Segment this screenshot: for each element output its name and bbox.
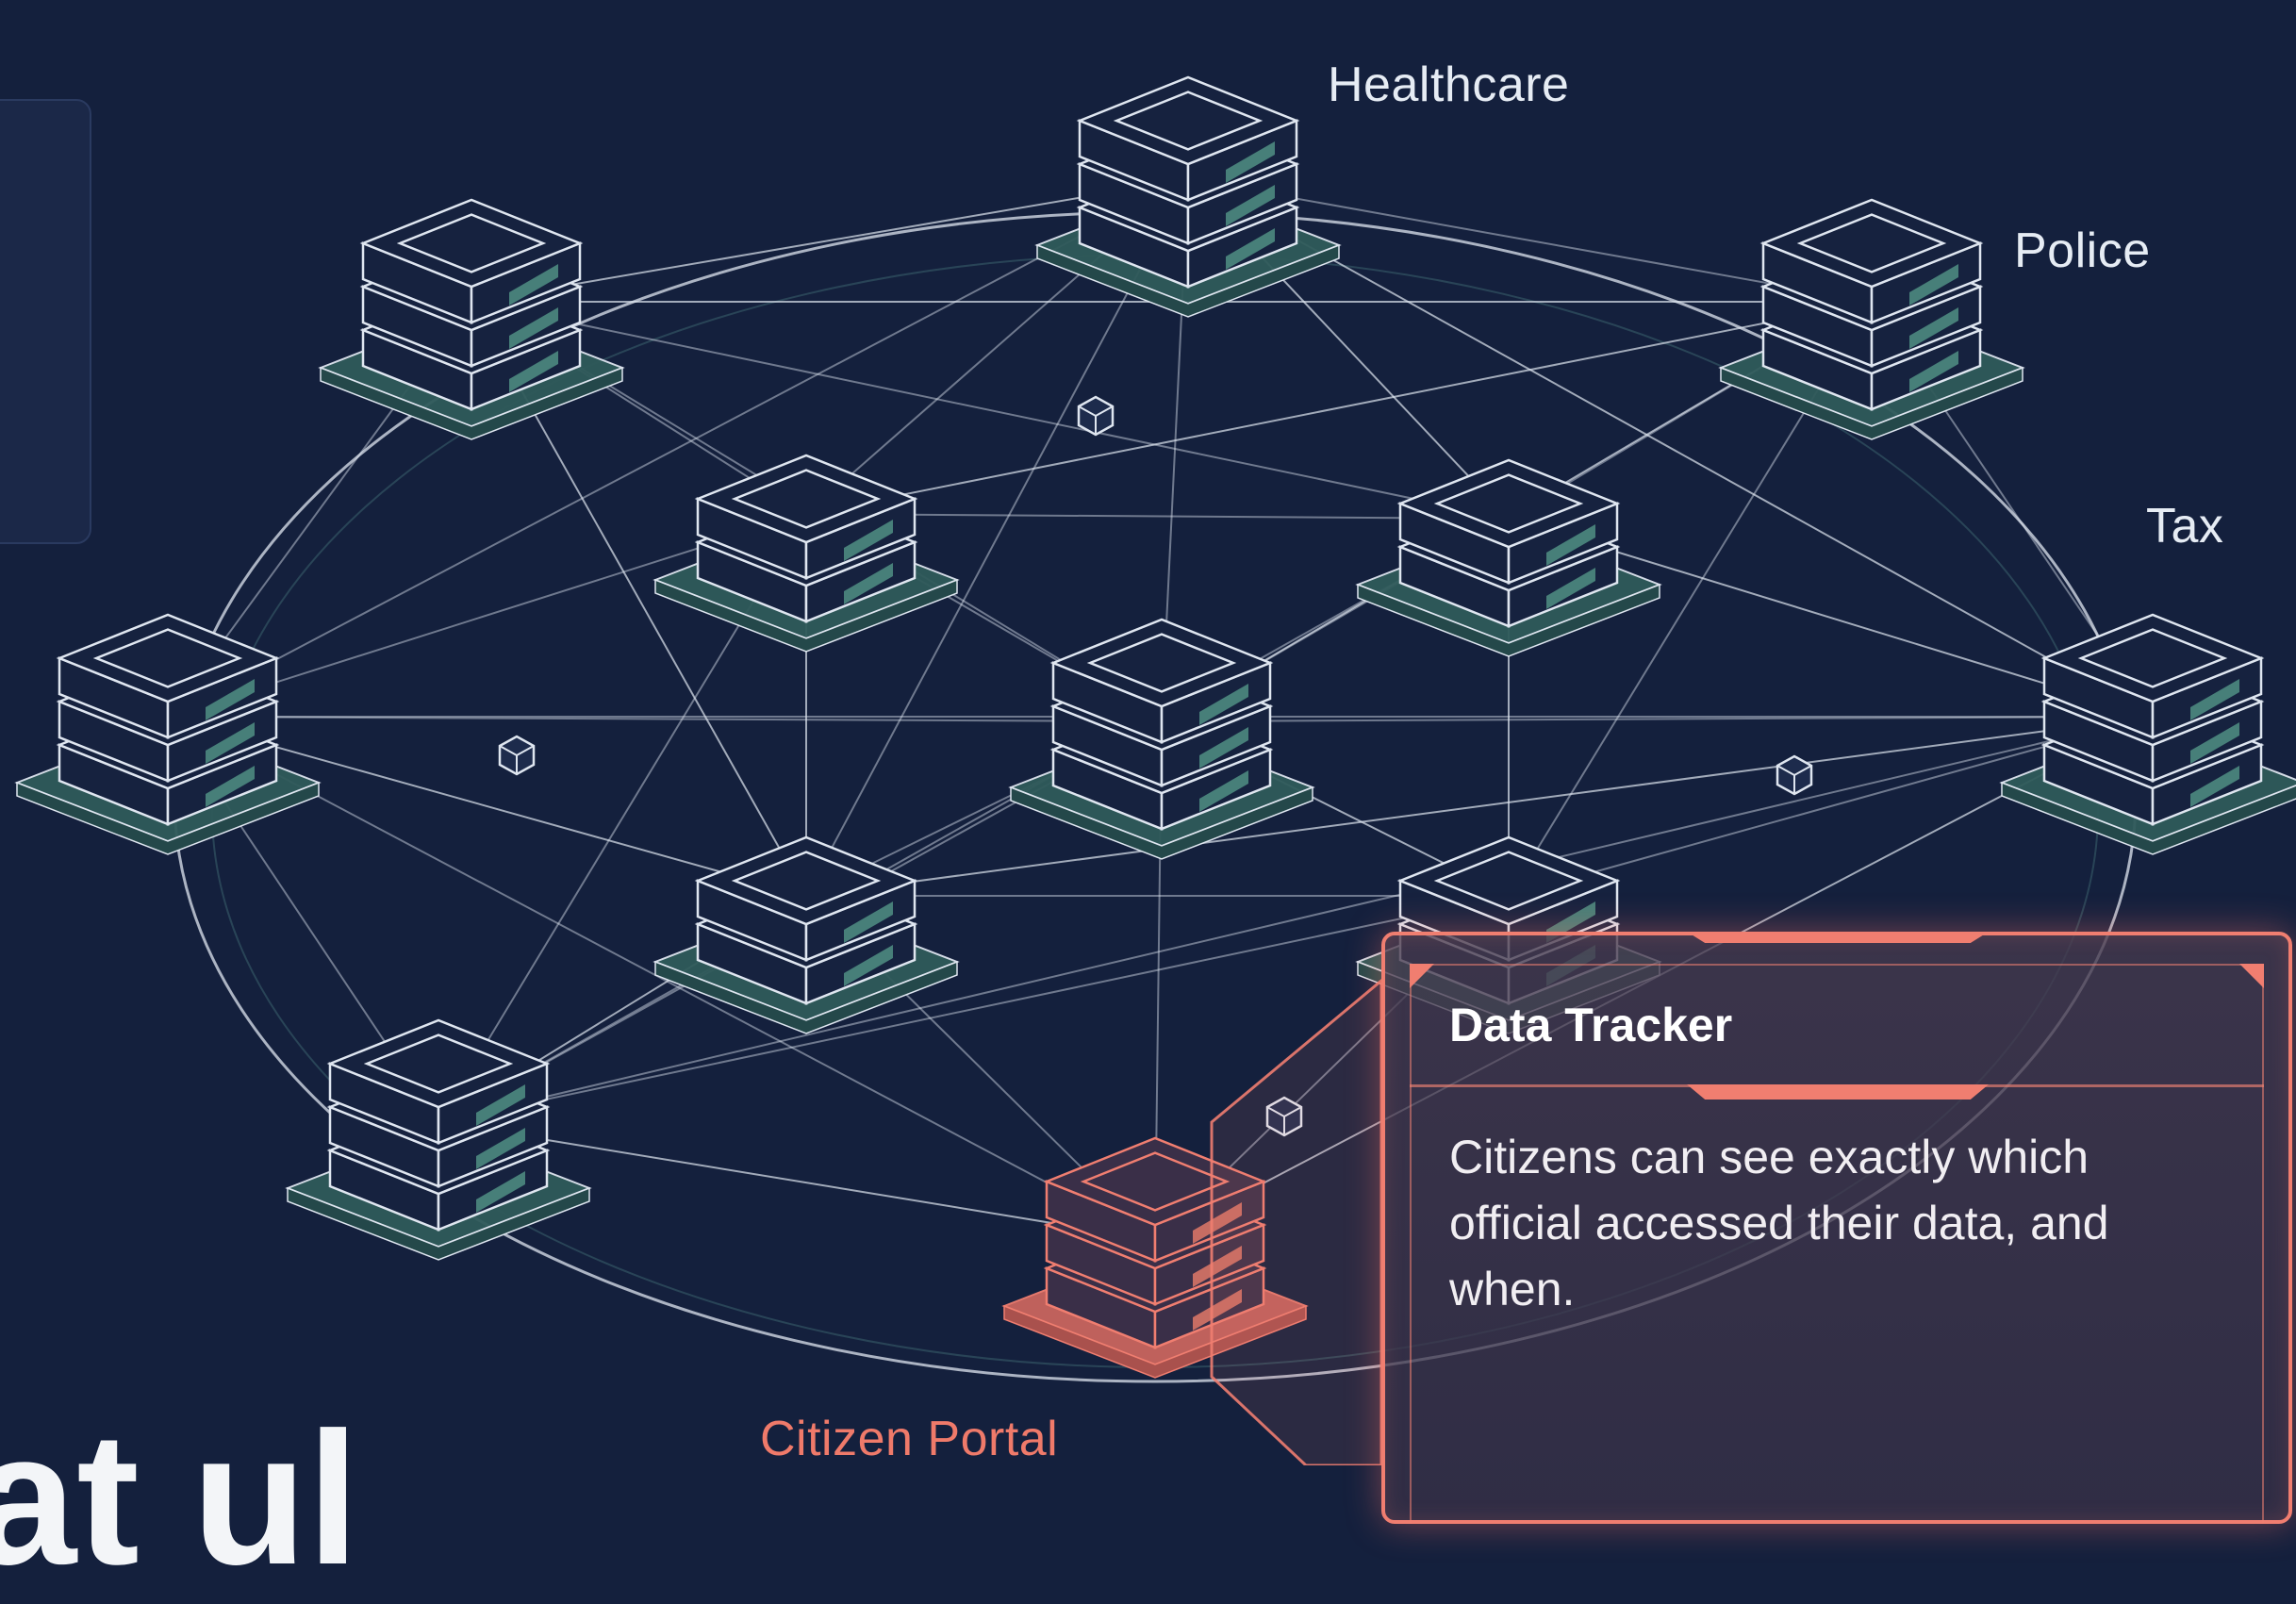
side-panel [0,99,91,544]
server-node-icon [652,835,960,1034]
server-node-icon [1718,198,2025,440]
server-node-icon [1008,618,1315,860]
connection-line [167,716,1156,1241]
connection-line [167,716,1163,722]
connection-line [805,301,1873,515]
server-node-icon [318,198,625,440]
connection-line [438,1121,1156,1241]
portal-highlight-beam [1210,977,1383,1465]
tracker-body: Citizens can see exactly which official … [1449,1131,2109,1315]
server-node-icon [14,613,322,855]
data-tracker-card: Data Tracker Citizens can see exactly wh… [1381,932,2292,1524]
tracker-corner-left [1410,964,1434,988]
tracker-corner-right [2239,964,2264,988]
server-node-icon [1999,613,2296,855]
server-node-icon [1001,1136,1309,1379]
connection-line [1187,178,2154,718]
server-node-icon [652,454,960,653]
tracker-frame [1410,964,2264,1524]
connection-line [1187,178,1873,303]
tracker-title: Data Tracker [1449,999,1733,1051]
label-citizen-portal: Citizen Portal [760,1412,1059,1466]
connection-line [438,518,1510,1123]
label-tax: Tax [2146,499,2224,554]
data-packet-icon [1265,1096,1303,1137]
server-node-icon [1355,458,1662,657]
server-node-icon [1034,75,1342,318]
connection-line [471,178,1189,303]
tracker-mid-tab [1687,1084,1989,1100]
data-packet-icon [1776,754,1813,796]
network-diagram [14,75,2296,1465]
connection-line [805,513,1510,520]
label-police: Police [2014,223,2151,278]
data-packet-icon [1077,395,1115,437]
partial-heading: at ul [0,1394,360,1604]
connection-line [1161,716,2154,722]
data-packet-icon [498,735,536,776]
connection-line [438,716,2154,1123]
connection-line [471,301,1510,520]
connection-line [438,895,1510,1123]
connection-line [805,716,2154,897]
connection-line [167,178,1189,718]
server-node-icon [285,1018,592,1261]
connection-line [805,178,1189,897]
label-healthcare: Healthcare [1328,58,1570,112]
tracker-top-tab [1687,932,1989,943]
